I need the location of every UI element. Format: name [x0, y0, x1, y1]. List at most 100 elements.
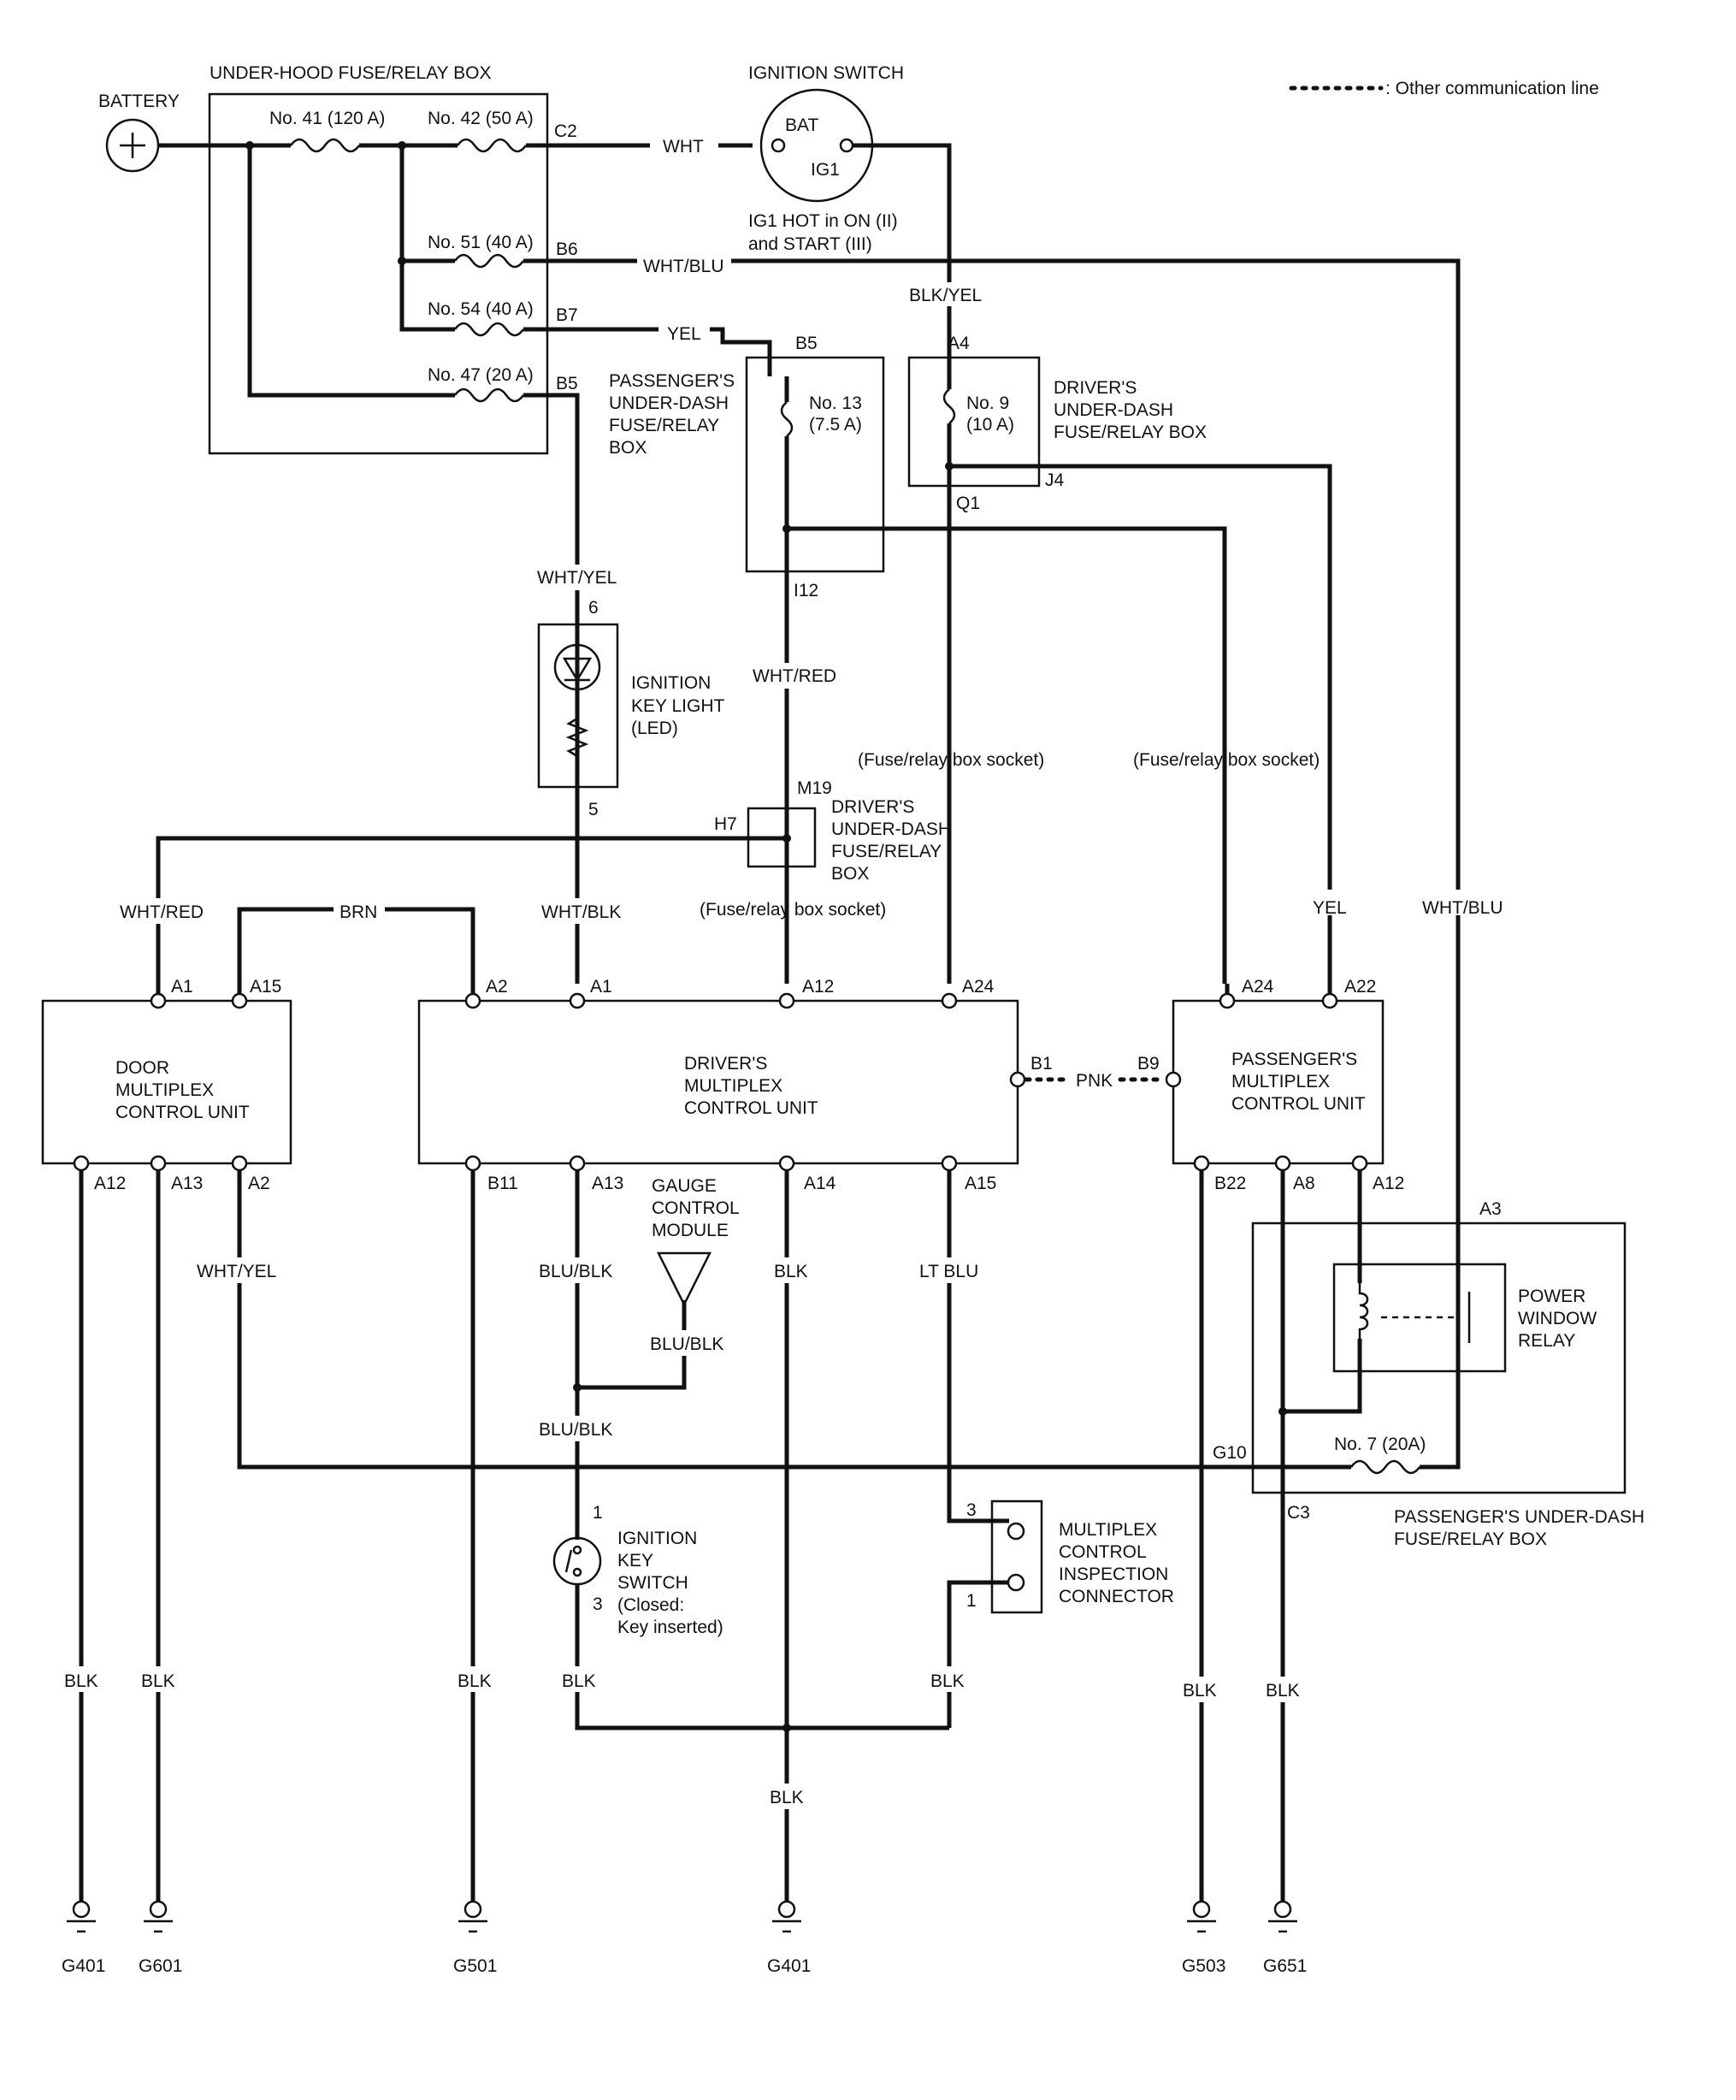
wire-label-blk-g401a: BLK — [64, 1671, 98, 1691]
wire-label-blu-blk-gauge: BLU/BLK — [650, 1334, 723, 1354]
ignition-key-light-label: IGNITION KEY LIGHT (LED) — [631, 673, 724, 738]
svg-text:MULTIPLEX: MULTIPLEX — [1059, 1520, 1157, 1540]
terminal-g10: G10 — [1213, 1443, 1247, 1463]
wire-label-blu-blk-1: BLU/BLK — [539, 1262, 612, 1281]
svg-text:INSPECTION: INSPECTION — [1059, 1565, 1168, 1584]
ignition-key-switch-icon — [552, 1536, 602, 1586]
ground-icon-g401b — [772, 1900, 801, 1933]
passenger-pin-a8: A8 — [1293, 1174, 1315, 1193]
ignition-note-2: and START (III) — [748, 234, 872, 254]
driver-unit-label: DRIVER'S MULTIPLEX CONTROL UNIT — [684, 1054, 818, 1118]
wire-label-blu-blk-2: BLU/BLK — [539, 1420, 612, 1440]
ignition-switch-title: IGNITION SWITCH — [748, 63, 904, 83]
svg-text:CONNECTOR: CONNECTOR — [1059, 1587, 1174, 1606]
svg-text:MULTIPLEX: MULTIPLEX — [115, 1080, 214, 1100]
svg-text:RELAY: RELAY — [1518, 1331, 1575, 1351]
key-light-pin-5: 5 — [588, 800, 599, 819]
svg-text:FUSE/RELAY: FUSE/RELAY — [609, 416, 719, 435]
svg-text:UNDER-DASH: UNDER-DASH — [1054, 400, 1173, 420]
driver-pin-a2: A2 — [486, 977, 508, 997]
svg-text:DRIVER'S: DRIVER'S — [831, 797, 914, 817]
svg-text:CONTROL: CONTROL — [652, 1198, 740, 1218]
wire-label-blk-key: BLK — [562, 1671, 596, 1691]
wire-label-wht-blu-right: WHT/BLU — [1422, 898, 1503, 918]
wire-label-blk-yel: BLK/YEL — [909, 286, 982, 305]
ground-icon-g601 — [144, 1900, 173, 1933]
terminal-a4: A4 — [948, 334, 970, 353]
terminal-h7: H7 — [714, 814, 737, 834]
key-switch-pin-1: 1 — [593, 1503, 603, 1523]
wire-label-wht-yel-door: WHT/YEL — [197, 1262, 276, 1281]
wire-label-wht-blu-top: WHT/BLU — [643, 257, 724, 276]
fuse-42-label: No. 42 (50 A) — [428, 109, 534, 128]
relay-coil-icon — [1358, 1283, 1471, 1356]
terminal-b5-pass: B5 — [795, 334, 818, 353]
driver-udb-mid-label: DRIVER'S UNDER-DASH FUSE/RELAY BOX — [831, 797, 951, 884]
passenger-pin-a22: A22 — [1344, 977, 1376, 997]
fuse-7-label: No. 7 (20A) — [1334, 1435, 1426, 1454]
svg-text:POWER: POWER — [1518, 1287, 1585, 1306]
legend-text: : Other communication line — [1385, 79, 1599, 98]
socket-note-1: (Fuse/relay box socket) — [858, 750, 1044, 770]
fuse-54-label: No. 54 (40 A) — [428, 299, 534, 319]
svg-text:(LED): (LED) — [631, 719, 678, 738]
ground-icon-g501 — [458, 1900, 487, 1933]
fuse-9-icon — [942, 388, 956, 424]
passenger-udb-bottom-label: PASSENGER'S UNDER-DASH FUSE/RELAY BOX — [1394, 1507, 1644, 1549]
svg-text:FUSE/RELAY BOX: FUSE/RELAY BOX — [1394, 1529, 1547, 1549]
inspection-pin-3: 3 — [966, 1500, 977, 1520]
terminal-j4: J4 — [1045, 470, 1065, 490]
wire-label-yel-top: YEL — [667, 324, 701, 344]
ground-label-g401b: G401 — [767, 1956, 811, 1976]
passenger-udb-bottom-box — [1251, 1222, 1627, 1494]
svg-text:PASSENGER'S: PASSENGER'S — [609, 371, 735, 391]
key-light-pin-6: 6 — [588, 598, 599, 618]
battery-label: BATTERY — [98, 92, 180, 111]
wire-label-blk-g501: BLK — [458, 1671, 492, 1691]
passenger-pin-b9: B9 — [1137, 1054, 1160, 1074]
svg-text:FUSE/RELAY: FUSE/RELAY — [831, 842, 942, 861]
power-window-relay-box — [1332, 1263, 1507, 1373]
svg-text:PASSENGER'S UNDER-DASH: PASSENGER'S UNDER-DASH — [1394, 1507, 1644, 1527]
ground-icon-g503 — [1187, 1900, 1216, 1933]
fuse-9-rating: (10 A) — [966, 415, 1014, 435]
svg-text:GAUGE: GAUGE — [652, 1176, 717, 1196]
fuse-41-icon — [289, 138, 361, 153]
door-pin-a13: A13 — [171, 1174, 203, 1193]
ground-label-g503: G503 — [1182, 1956, 1225, 1976]
door-pin-a15: A15 — [250, 977, 281, 997]
gauge-control-module-icon — [656, 1251, 712, 1307]
svg-text:BOX: BOX — [831, 864, 869, 884]
driver-pin-a14: A14 — [804, 1174, 836, 1193]
passenger-pin-a12: A12 — [1373, 1174, 1404, 1193]
fuse-42-icon — [456, 138, 528, 153]
power-window-relay-label: POWER WINDOW RELAY — [1518, 1287, 1597, 1351]
ground-label-g651: G651 — [1263, 1956, 1307, 1976]
fuse-47-label: No. 47 (20 A) — [428, 365, 534, 385]
svg-text:MODULE: MODULE — [652, 1221, 729, 1240]
terminal-m19: M19 — [797, 778, 832, 798]
driver-udb-top-box — [907, 356, 1041, 488]
fuse-7-icon — [1349, 1459, 1421, 1475]
terminal-i12: I12 — [794, 581, 818, 600]
multiplex-inspection-connector — [990, 1500, 1043, 1614]
svg-text:DRIVER'S: DRIVER'S — [1054, 378, 1137, 398]
svg-text:DOOR: DOOR — [115, 1058, 169, 1078]
driver-pin-a13: A13 — [592, 1174, 623, 1193]
driver-pin-a24: A24 — [962, 977, 995, 997]
svg-text:WINDOW: WINDOW — [1518, 1309, 1597, 1328]
svg-text:MULTIPLEX: MULTIPLEX — [684, 1076, 782, 1096]
wire-label-pnk: PNK — [1076, 1071, 1113, 1091]
wire-label-lt-blu: LT BLU — [919, 1262, 978, 1281]
fuse-13-icon — [780, 401, 794, 437]
svg-text:CONTROL UNIT: CONTROL UNIT — [115, 1103, 250, 1122]
passenger-pin-a24: A24 — [1242, 977, 1274, 997]
wire-label-blk-a14: BLK — [774, 1262, 808, 1281]
svg-text:KEY: KEY — [617, 1551, 653, 1571]
passenger-udb-top-box — [745, 356, 885, 573]
terminal-q1: Q1 — [956, 494, 980, 513]
passenger-pin-b22: B22 — [1214, 1174, 1246, 1193]
terminal-c3: C3 — [1287, 1503, 1310, 1523]
door-pin-a12: A12 — [94, 1174, 126, 1193]
